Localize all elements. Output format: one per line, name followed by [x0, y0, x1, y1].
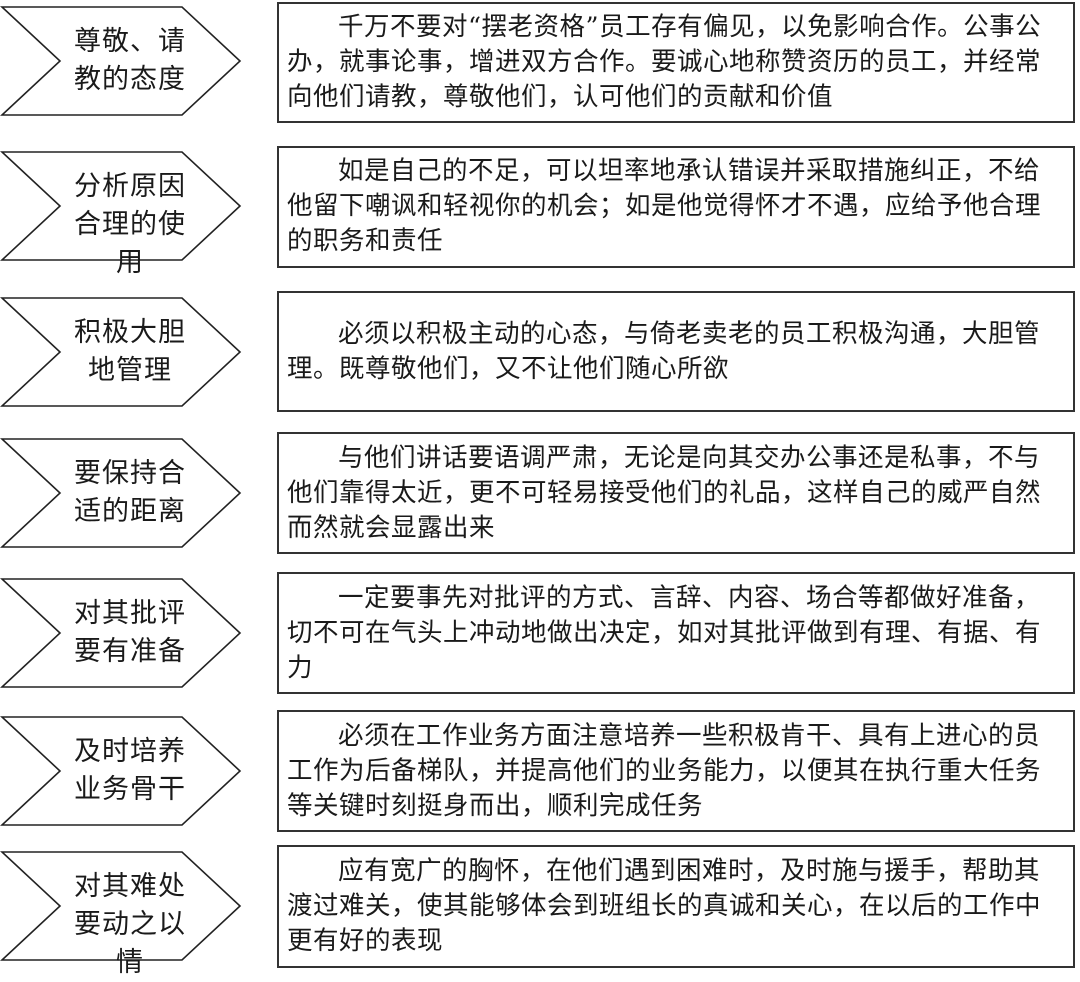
- description-box: 与他们讲话要语调严肃，无论是向其交办公事还是私事，不与他们靠得太近，更不可轻易接…: [277, 432, 1075, 554]
- chevron-label: 对其难处要动之以情: [74, 871, 186, 978]
- description-box: 必须在工作业务方面注意培养一些积极肯干、具有上进心的员工作为后备梯队，并提高他们…: [277, 710, 1075, 832]
- description-text: 千万不要对“摆老资格”员工存有偏见，以免影响合作。公事公办，就事论事，增进双方合…: [287, 12, 1042, 112]
- row-keep-distance: 要保持合适的距离 与他们讲话要语调严肃，无论是向其交办公事还是私事，不与他们靠得…: [0, 420, 1080, 555]
- chevron-label: 要保持合适的距离: [74, 458, 186, 527]
- chevron-shape: 尊敬、请教的态度: [0, 0, 244, 124]
- row-train-backbone: 及时培养业务骨干 必须在工作业务方面注意培养一些积极肯干、具有上进心的员工作为后…: [0, 700, 1080, 835]
- row-respect: 尊敬、请教的态度 千万不要对“摆老资格”员工存有偏见，以免影响合作。公事公办，就…: [0, 0, 1080, 135]
- chevron-label: 分析原因合理的使用: [74, 171, 186, 278]
- row-criticism-prepared: 对其批评要有准备 一定要事先对批评的方式、言辞、内容、场合等都做好准备，切不可在…: [0, 560, 1080, 695]
- description-text: 必须在工作业务方面注意培养一些积极肯干、具有上进心的员工作为后备梯队，并提高他们…: [287, 721, 1042, 821]
- description-text: 必须以积极主动的心态，与倚老卖老的员工积极沟通，大胆管理。既尊敬他们，又不让他们…: [287, 319, 1041, 384]
- row-bold-manage: 积极大胆地管理 必须以积极主动的心态，与倚老卖老的员工积极沟通，大胆管理。既尊敬…: [0, 280, 1080, 415]
- chevron-shape: 积极大胆地管理: [0, 280, 244, 410]
- row-analyze: 分析原因合理的使用 如是自己的不足，可以坦率地承认错误并采取措施纠正，不给他留下…: [0, 140, 1080, 278]
- row-empathy: 对其难处要动之以情 应有宽广的胸怀，在他们遇到困难时，及时施与援手，帮助其渡过难…: [0, 840, 1080, 978]
- chevron-label: 尊敬、请教的态度: [74, 26, 186, 95]
- chevron-shape: 要保持合适的距离: [0, 420, 244, 550]
- chevron-label: 对其批评要有准备: [74, 598, 186, 667]
- description-text: 一定要事先对批评的方式、言辞、内容、场合等都做好准备，切不可在气头上冲动地做出决…: [287, 583, 1042, 683]
- chevron-shape: 对其批评要有准备: [0, 560, 244, 690]
- description-text: 应有宽广的胸怀，在他们遇到困难时，及时施与援手，帮助其渡过难关，使其能够体会到班…: [287, 856, 1042, 956]
- chevron-label: 积极大胆地管理: [74, 317, 186, 386]
- description-box: 应有宽广的胸怀，在他们遇到困难时，及时施与援手，帮助其渡过难关，使其能够体会到班…: [277, 845, 1075, 968]
- chevron-shape: 及时培养业务骨干: [0, 700, 244, 830]
- description-box: 一定要事先对批评的方式、言辞、内容、场合等都做好准备，切不可在气头上冲动地做出决…: [277, 572, 1075, 694]
- description-box: 必须以积极主动的心态，与倚老卖老的员工积极沟通，大胆管理。既尊敬他们，又不让他们…: [277, 291, 1075, 412]
- description-text: 与他们讲话要语调严肃，无论是向其交办公事还是私事，不与他们靠得太近，更不可轻易接…: [287, 443, 1042, 543]
- chevron-label: 及时培养业务骨干: [74, 736, 186, 805]
- description-box: 千万不要对“摆老资格”员工存有偏见，以免影响合作。公事公办，就事论事，增进双方合…: [277, 2, 1075, 123]
- chevron-shape: 对其难处要动之以情: [0, 840, 244, 978]
- chevron-shape: 分析原因合理的使用: [0, 140, 244, 278]
- description-text: 如是自己的不足，可以坦率地承认错误并采取措施纠正，不给他留下嘲讽和轻视你的机会；…: [287, 156, 1042, 256]
- description-box: 如是自己的不足，可以坦率地承认错误并采取措施纠正，不给他留下嘲讽和轻视你的机会；…: [277, 146, 1075, 268]
